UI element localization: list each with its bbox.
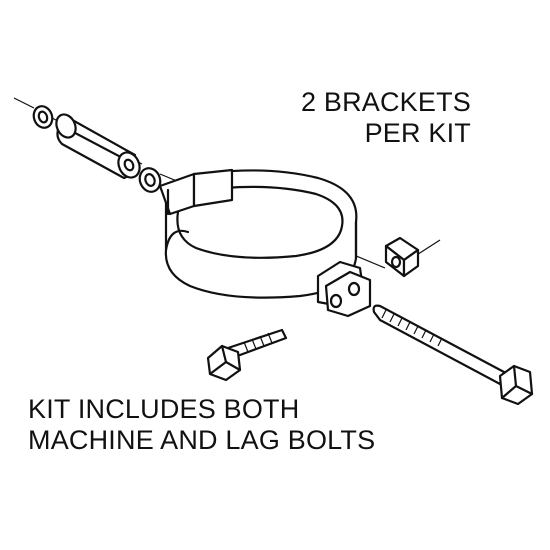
machine-bolt: [206, 328, 288, 382]
caption-line: KIT INCLUDES BOTH: [28, 394, 300, 424]
pipe-bracket-ring: [158, 168, 372, 318]
caption-line: 2 BRACKETS: [300, 87, 471, 117]
brackets-per-kit-caption: 2 BRACKETS PER KIT: [301, 87, 471, 149]
caption-line: PER KIT: [364, 118, 471, 148]
washer-right: [138, 167, 162, 193]
caption-line: MACHINE AND LAG BOLTS: [28, 425, 376, 455]
washer-left: [32, 105, 54, 129]
kit-includes-caption: KIT INCLUDES BOTH MACHINE AND LAG BOLTS: [28, 394, 375, 456]
spacer-tube: [55, 113, 141, 180]
lag-bolt: [372, 304, 534, 406]
square-nut: [384, 236, 420, 278]
